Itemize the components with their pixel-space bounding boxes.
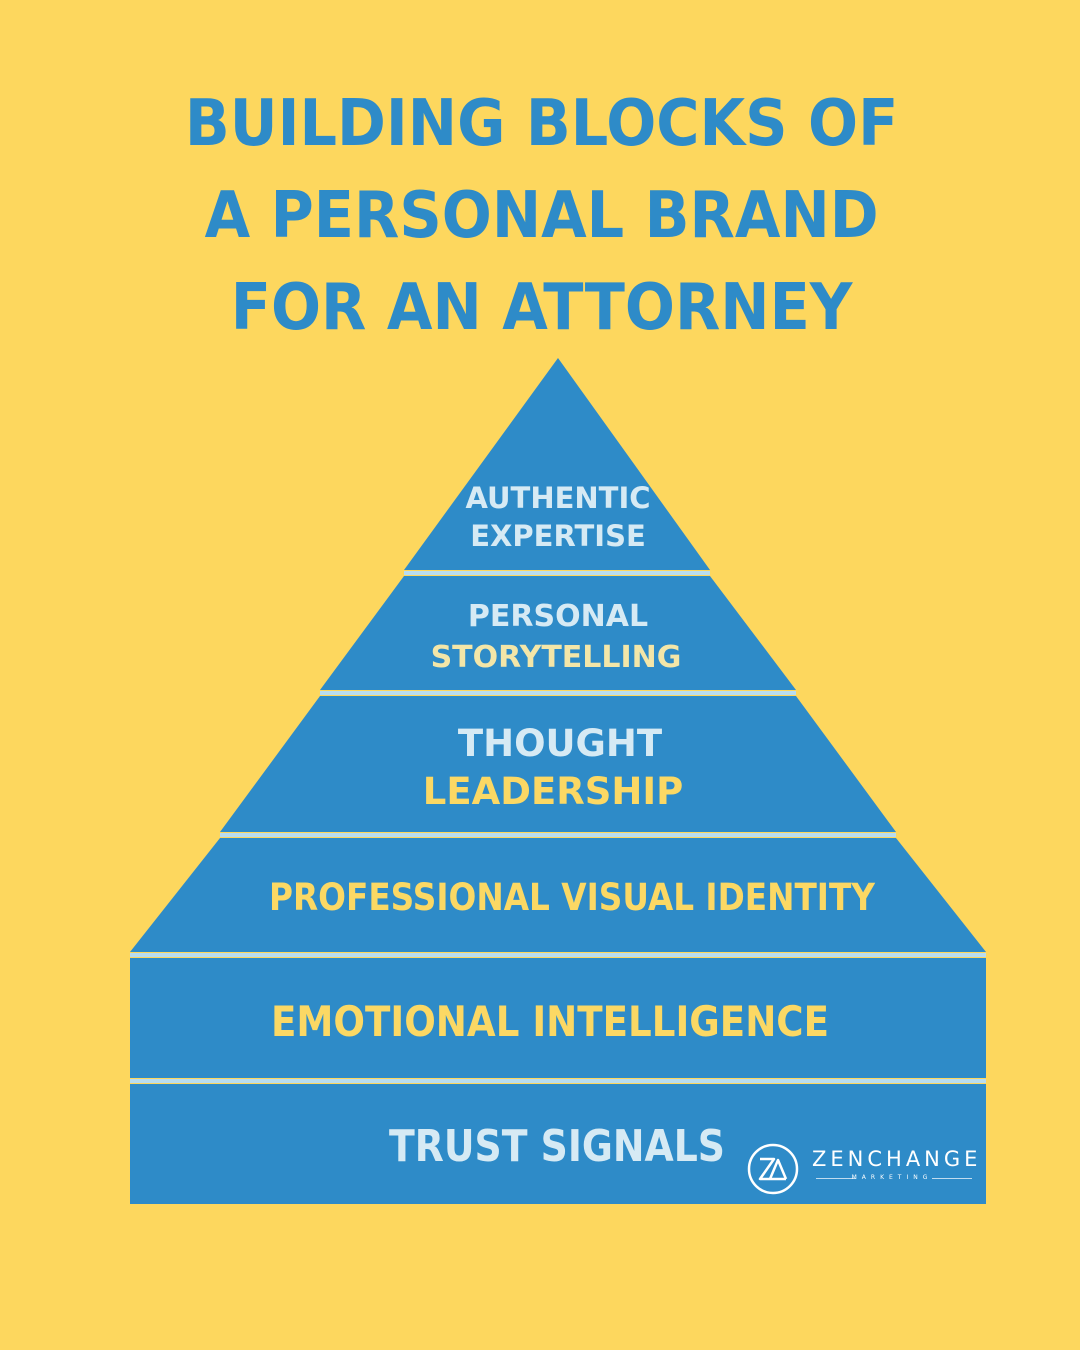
tier-3-label-line-2: LEADERSHIP	[423, 770, 683, 813]
tier-emotional-intelligence	[130, 958, 986, 1078]
logo-wordmark: ZENCHANGE	[812, 1147, 982, 1171]
logo-rule-left	[816, 1178, 856, 1179]
title-line-3: FOR AN ATTORNEY	[230, 271, 853, 345]
tier-2-label-line-1: PERSONAL	[468, 599, 648, 634]
tier-5-label: EMOTIONAL INTELLIGENCE	[271, 997, 829, 1046]
tier-6-label: TRUST SIGNALS	[389, 1121, 725, 1172]
tier-trust-signals	[130, 1084, 986, 1204]
page-title: BUILDING BLOCKS OF A PERSONAL BRAND FOR …	[45, 78, 1039, 354]
tier-1-label-line-1: AUTHENTIC	[465, 481, 650, 515]
tier-personal-storytelling	[320, 576, 796, 690]
tier-4-label: PROFESSIONAL VISUAL IDENTITY	[269, 876, 876, 919]
title-line-1: BUILDING BLOCKS OF	[184, 87, 899, 161]
tier-2-label-line-2: STORYTELLING	[431, 640, 682, 675]
tier-3-label-line-1: THOUGHT	[458, 722, 663, 765]
tier-professional-visual-identity	[130, 838, 986, 952]
tier-1-label-line-2: EXPERTISE	[470, 519, 646, 553]
logo-subtitle: MARKETING	[851, 1174, 933, 1181]
tier-thought-leadership	[220, 696, 896, 832]
zenchange-logo: ZENCHANGE MARKETING	[746, 1138, 986, 1198]
logo-rule-right	[932, 1178, 972, 1179]
zenchange-logo-icon	[747, 1143, 799, 1195]
title-line-2: A PERSONAL BRAND	[204, 179, 879, 253]
tier-authentic-expertise	[404, 358, 710, 570]
